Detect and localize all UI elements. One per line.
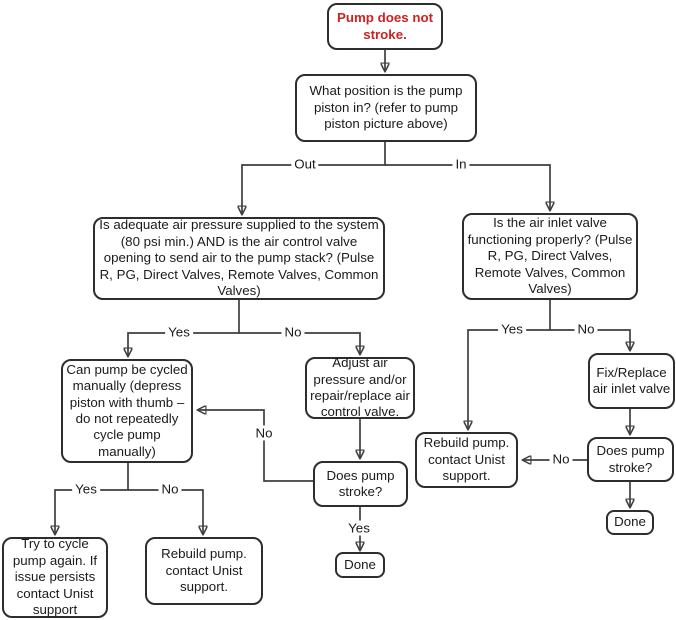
edge-cycle-yes: [55, 463, 129, 534]
node-inlet-valve-question: Is the air inlet valve functioning prope…: [462, 213, 638, 300]
node-pump-does-not-stroke: Pump does not stroke.: [327, 3, 443, 50]
edge-label-yes-inlet: Yes: [498, 321, 526, 337]
node-does-pump-stroke-right: Does pump stroke?: [587, 437, 674, 482]
node-rebuild-pump-left: Rebuild pump. contact Unist support.: [145, 537, 263, 605]
node-rebuild-pump-right: Rebuild pump. contact Unist support.: [415, 432, 518, 488]
edge-label-no-stroke-left-loop: No: [252, 425, 276, 441]
edge-airpressure-no: [239, 332, 360, 354]
node-adjust-air: Adjust air pressure and/or repair/replac…: [305, 355, 415, 419]
node-done-left: Done: [335, 552, 385, 578]
edge-stroke-left-no-loop: [198, 410, 313, 482]
node-done-right: Done: [606, 510, 654, 535]
edge-label-in: In: [452, 156, 470, 172]
edge-label-no-cycle: No: [158, 481, 182, 497]
edge-label-yes-stroke-left: Yes: [345, 520, 373, 536]
node-cycle-manually-question: Can pump be cycled manually (depress pis…: [61, 359, 193, 463]
edge-position-in: [385, 164, 550, 210]
node-does-pump-stroke-left: Does pump stroke?: [313, 461, 408, 507]
edge-position-out: [242, 142, 386, 214]
edge-label-yes-cycle: Yes: [72, 481, 100, 497]
edge-label-no-stroke-right: No: [549, 451, 573, 467]
edge-label-yes-air-pressure: Yes: [165, 324, 193, 340]
node-piston-position-question: What position is the pump piston in? (re…: [295, 74, 477, 142]
edge-label-out: Out: [291, 156, 319, 172]
edge-inlet-yes: [468, 300, 551, 429]
edge-label-no-air-pressure: No: [281, 324, 305, 340]
edge-label-no-inlet: No: [574, 321, 598, 337]
node-fix-replace-inlet-valve: Fix/Replace air inlet valve: [588, 353, 675, 409]
edge-cycle-no: [128, 489, 203, 534]
node-try-cycle-again: Try to cycle pump again. If issue persis…: [2, 536, 108, 618]
node-air-pressure-question: Is adequate air pressure supplied to the…: [93, 217, 385, 300]
